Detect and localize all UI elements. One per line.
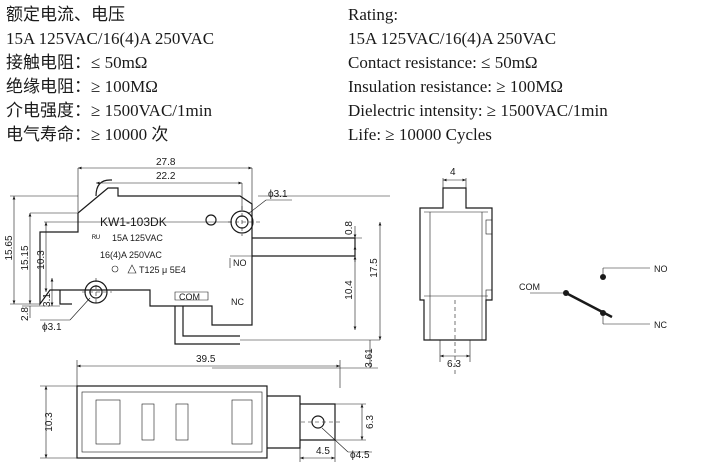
spec-en-line: 15A 125VAC/16(4)A 250VAC [348, 29, 557, 48]
rating-2: 16(4)A 250VAC [100, 250, 162, 260]
bottom-dim-tab-width: 4.5 [316, 446, 330, 457]
ul-logo-icon: ᴿᵁ [92, 233, 100, 243]
spec-en-line: Dielectric intensity: ≥ 1500VAC/1min [348, 101, 608, 120]
spec-cn-line: 额定电流、电压 [6, 5, 125, 24]
bottom-view: 39.5 10.3 6.3 4.5 ϕ4.5 [40, 354, 376, 462]
side-dim-bottom-width: 6.3 [447, 359, 461, 370]
dim-height-total: 15.65 [4, 235, 15, 260]
spec-en-line: Contact resistance: ≤ 50mΩ [348, 53, 538, 72]
schematic-nc-label: NC [654, 320, 667, 330]
switch-schematic: COM NO NC [519, 264, 668, 330]
dim-hole-dia-top: ϕ3.1 [268, 189, 288, 200]
side-body-outline [419, 187, 493, 341]
bottom-dim-height: 10.3 [44, 412, 55, 432]
dim-height-mid: 10.3 [36, 250, 47, 270]
spec-en-line: Insulation resistance: ≥ 100MΩ [348, 77, 564, 96]
front-view: COM NC NO KW1-103DK ᴿᵁ 15A 125VAC 16(4)A… [4, 157, 390, 369]
dim-hole-dia-bottom: ϕ3.1 [42, 322, 62, 333]
side-dim-top-width: 4 [450, 167, 456, 178]
switch-body-outline [39, 187, 253, 326]
spec-cn-line: 介电强度：≥ 1500VAC/1min [6, 101, 212, 120]
terminal-nc [182, 306, 240, 337]
dim-width-overall: 27.8 [156, 157, 176, 168]
dim-bottom-3-61: 3.61 [364, 348, 375, 368]
spec-cn-line: 15A 125VAC/16(4)A 250VAC [6, 29, 215, 48]
front-label-com: COM [179, 292, 200, 302]
spec-cn-line: 接触电阻：≤ 50mΩ [6, 53, 148, 72]
dim-spacing-10-4: 10.4 [344, 280, 355, 300]
rivet [205, 214, 217, 226]
nc-contact-dot [600, 310, 606, 316]
schematic-no-label: NO [654, 264, 668, 274]
dim-width-inner: 22.2 [156, 171, 176, 182]
spec-cn-line: 绝缘电阻：≥ 100MΩ [6, 77, 158, 96]
dim-offset-2-8: 2.8 [20, 307, 31, 321]
terminal-no [252, 237, 356, 257]
specs-english: Rating: 15A 125VAC/16(4)A 250VAC Contact… [348, 3, 608, 147]
schematic-com-label: COM [519, 282, 540, 292]
specs-chinese: 额定电流、电压 15A 125VAC/16(4)A 250VAC 接触电阻：≤ … [6, 3, 214, 147]
cert-mark-icon [111, 265, 119, 273]
bottom-body-outline [76, 385, 268, 459]
bottom-dim-hole-dia: ϕ4.5 [350, 450, 370, 461]
spec-cn-line: 电气寿命：≥ 10000 次 [6, 125, 169, 144]
bottom-tab [267, 395, 301, 449]
bottom-dim-length: 39.5 [196, 354, 216, 365]
warning-triangle-icon [127, 264, 137, 274]
rating-1: 15A 125VAC [112, 233, 163, 243]
spec-en-line: Rating: [348, 5, 399, 24]
dim-height-body: 15.15 [20, 245, 31, 270]
front-label-no: NO [233, 258, 247, 268]
bottom-dim-tab-height: 6.3 [365, 415, 376, 429]
front-label-nc: NC [231, 297, 244, 307]
spec-en-line: Life: ≥ 10000 Cycles [348, 125, 492, 144]
rating-3: T125 μ 5E4 [139, 265, 186, 275]
dim-gap-0-8: 0.8 [344, 221, 355, 235]
no-contact-dot [600, 274, 606, 280]
side-view: 4 6.3 [419, 167, 493, 374]
dim-offset-3-1: 3.1 [42, 293, 53, 307]
terminal-com [174, 306, 240, 345]
dim-height-17-5: 17.5 [369, 258, 380, 278]
